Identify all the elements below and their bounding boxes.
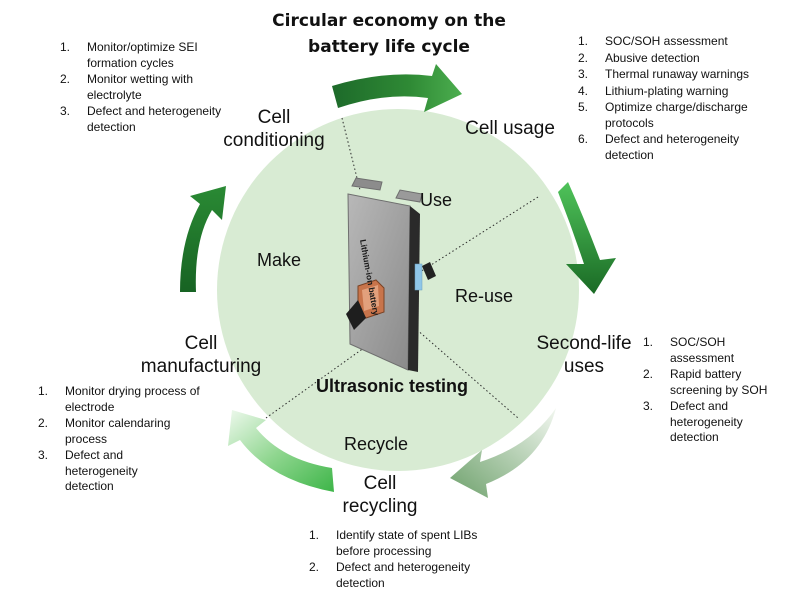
list-item-text: Monitor wetting with electrolyte [87, 72, 194, 102]
stage-label-cell-recycling: Cell recycling [342, 473, 418, 517]
list-number: 1. [309, 528, 320, 542]
list-number: 2. [309, 560, 320, 574]
diagram-title: Circular economy on the battery life cyc… [272, 11, 506, 57]
list-cell-recycling: 1. Identify state of spent LIBs before pr… [309, 528, 505, 592]
list-item-text: Defect and heterogeneity detection [336, 560, 471, 590]
list-number: 3. [60, 104, 71, 118]
divider-use-reuse [419, 196, 539, 273]
list-item: 1. Monitor/optimize SEI formation cycles [60, 40, 240, 71]
stage-label-second-life-uses: Second-life uses [536, 333, 632, 377]
divider-recycle-make [265, 344, 369, 419]
list-item-text: Lithium-plating warning [605, 83, 729, 98]
list-item: 3. Defect and heterogeneity detection [60, 104, 240, 135]
list-number: 2. [578, 50, 589, 65]
list-item: 4. Lithium-plating warning [578, 84, 766, 100]
list-item-text: Optimize charge/discharge protocols [605, 100, 748, 130]
list-item: 1. SOC/SOH assessment [578, 34, 766, 50]
list-item-text: Defect and heterogeneity detection [605, 132, 740, 162]
list-item-text: Abusive detection [605, 50, 700, 65]
list-cell-usage: 1. SOC/SOH assessment 2. Abusive detection… [578, 34, 766, 164]
list-number: 3. [643, 399, 654, 413]
arrow-second-life-to-recycling [450, 408, 556, 498]
list-item-text: SOC/SOH assessment [670, 335, 735, 365]
list-number: 5. [578, 100, 589, 114]
list-cell-conditioning: 1.Monitor/optimize SEI formation cycles … [60, 40, 240, 136]
list-item: 3. Defect and heterogeneity detection [38, 448, 208, 495]
list-item: 2. Rapid battery screening by SOH [643, 367, 779, 398]
list-item-text: Monitor drying process of electrode [65, 384, 200, 414]
list-number: 1. [578, 34, 589, 48]
list-item: 2. Defect and heterogeneity detection [309, 560, 505, 591]
list-item: 2. Monitor wetting with electrolyte [60, 72, 240, 103]
sector-label-recycle: Recycle [344, 434, 409, 454]
list-number: 2. [643, 367, 654, 381]
list-number: 1. [60, 40, 71, 54]
list-cell-manufacturing: 1. Monitor drying process of electrode 2.… [38, 384, 208, 496]
list-number: 6. [578, 132, 589, 146]
list-item: 5. Optimize charge/discharge protocols [578, 100, 766, 131]
divider-make-use [341, 117, 361, 191]
list-number: 3. [578, 67, 589, 81]
stage-label-cell-usage: Cell usage [465, 118, 555, 139]
list-item: 6. Defect and heterogeneity detection [578, 132, 766, 163]
list-item: 1. Identify state of spent LIBs before pr… [309, 528, 505, 559]
divider-reuse-recycle [407, 321, 519, 419]
arrow-usage-to-second-life [558, 182, 616, 294]
center-label-ultrasonic-testing: Ultrasonic testing [316, 376, 469, 396]
list-item-text: Identify state of spent LIBs before proc… [336, 528, 478, 558]
sector-label-make: Make [257, 250, 302, 270]
sector-dividers [265, 117, 539, 419]
list-number: 1. [643, 335, 654, 349]
arrow-recycling-to-manufacturing [228, 410, 334, 492]
arrow-conditioning-to-usage [332, 64, 462, 112]
stage-label-cell-conditioning: Cell conditioning [223, 107, 325, 151]
list-item: 3. Thermal runaway warnings [578, 67, 766, 83]
sector-label-use: Use [420, 190, 453, 210]
list-item-text: Monitor calendaring process [65, 416, 171, 446]
list-item: 3. Defect and heterogeneity detection [643, 399, 779, 446]
list-number: 4. [578, 83, 589, 98]
list-item-text: Thermal runaway warnings [605, 67, 750, 81]
list-number: 1. [38, 384, 49, 398]
list-item: 1. Monitor drying process of electrode [38, 384, 208, 415]
list-second-life-uses: 1. SOC/SOH assessment 2. Rapid battery scr… [643, 335, 779, 447]
arrow-manufacturing-to-conditioning [180, 186, 226, 292]
lithium-ion-battery-icon [346, 177, 436, 372]
list-item-text: Defect and heterogeneity detection [65, 448, 138, 493]
list-item-text: SOC/SOH assessment [605, 34, 728, 48]
list-item-text: Defect and heterogeneity detection [670, 399, 743, 444]
stage-label-cell-manufacturing: Cell manufacturing [140, 333, 262, 377]
list-item-text: Defect and heterogeneity detection [87, 104, 222, 134]
list-number: 2. [38, 416, 49, 430]
list-item: 1. SOC/SOH assessment [643, 335, 779, 366]
list-number: 2. [60, 72, 71, 86]
list-item: 2. Abusive detection [578, 51, 766, 67]
list-item-text: Monitor/optimize SEI formation cycles [87, 40, 198, 70]
list-number: 3. [38, 448, 49, 462]
list-item-text: Rapid battery screening by SOH [670, 367, 768, 397]
list-item: 2. Monitor calendaring process [38, 416, 208, 447]
sector-label-re-use: Re-use [455, 286, 514, 306]
